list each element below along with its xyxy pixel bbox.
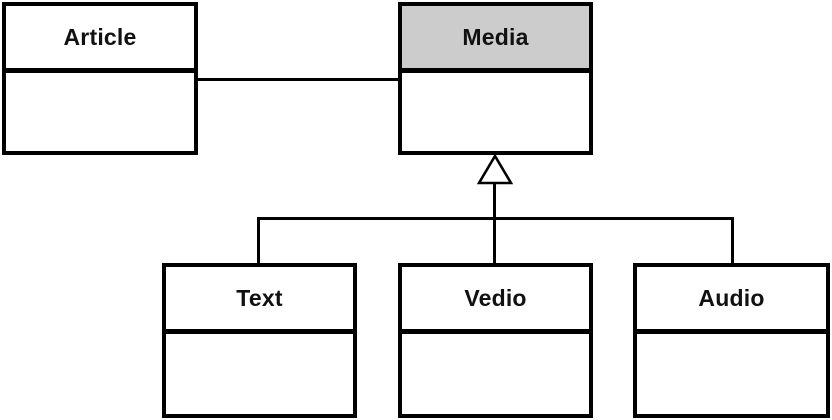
class-node-media: Media [398, 2, 593, 155]
association-edge-article-media [198, 78, 398, 81]
generalization-rail [257, 217, 734, 220]
generalization-drop-audio [731, 217, 734, 263]
class-name-label: Text [166, 267, 353, 334]
attributes-compartment [402, 334, 589, 414]
attributes-compartment [402, 73, 589, 151]
generalization-arrowhead-icon [477, 154, 513, 185]
class-name-label: Media [402, 6, 589, 73]
class-node-article: Article [2, 2, 198, 155]
class-node-vedio: Vedio [398, 263, 593, 418]
attributes-compartment [637, 334, 826, 414]
class-name-label: Vedio [402, 267, 589, 334]
generalization-stem-vedio [493, 182, 496, 263]
attributes-compartment [166, 334, 353, 414]
class-name-label: Article [6, 6, 194, 73]
class-name-label: Audio [637, 267, 826, 334]
attributes-compartment [6, 73, 194, 151]
class-node-text: Text [162, 263, 357, 418]
generalization-drop-text [257, 217, 260, 263]
class-node-audio: Audio [633, 263, 830, 418]
